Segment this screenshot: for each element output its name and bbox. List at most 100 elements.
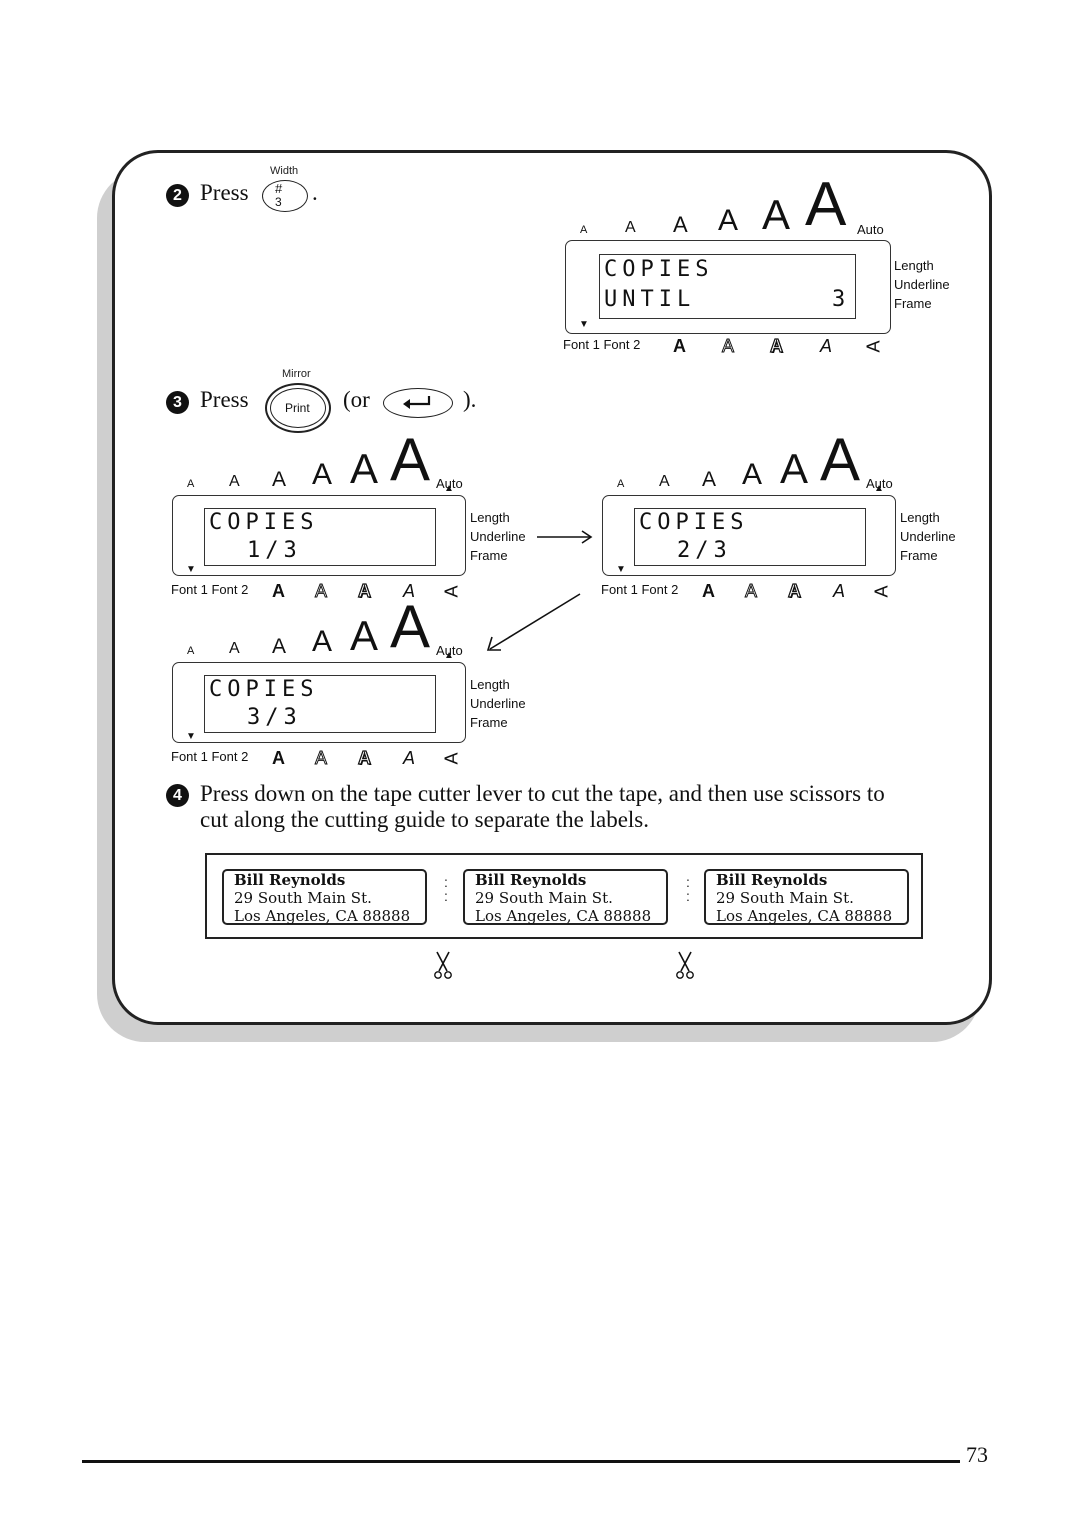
size-a-4: A xyxy=(312,458,333,491)
step-3-end: ). xyxy=(463,387,477,412)
lcd-line-2: 3/3 xyxy=(247,705,302,730)
size-a-1: A xyxy=(187,478,195,490)
style-italic-a: A xyxy=(403,581,416,601)
lcd-line-2-left: UNTIL xyxy=(604,287,696,312)
lcd-side-labels: Length Underline Frame xyxy=(470,675,526,732)
address-label: Bill Reynolds 29 South Main St. Los Ange… xyxy=(222,869,427,925)
label-name: Bill Reynolds xyxy=(716,871,828,889)
size-indicator-row: A A A A A A Auto xyxy=(617,430,917,491)
font-2-label: Font 2 xyxy=(603,337,641,352)
style-bold-a: A xyxy=(673,336,686,356)
size-a-2: A xyxy=(625,219,636,236)
size-a-1: A xyxy=(187,645,195,657)
label-name: Bill Reynolds xyxy=(234,871,346,889)
font-1-label: Font 1 xyxy=(171,749,208,764)
font-2-label: Font 2 xyxy=(211,749,249,764)
style-bold-a: A xyxy=(272,581,285,601)
size-auto: Auto xyxy=(436,643,463,658)
label-city: Los Angeles, CA 88888 xyxy=(234,907,411,925)
lcd-line-2: 1/3 xyxy=(247,538,302,563)
size-indicator-row: A A A A A A Auto xyxy=(187,597,487,658)
lcd-line-1: COPIES xyxy=(209,510,319,535)
side-frame: Frame xyxy=(894,296,932,311)
enter-key-button[interactable] xyxy=(383,388,453,418)
size-a-4: A xyxy=(718,204,739,237)
lcd-screen: COPIES 3/3 xyxy=(204,675,436,733)
width-key-caption: Width xyxy=(270,165,299,177)
step-2-end: . xyxy=(312,180,318,205)
triangle-down-icon: ▼ xyxy=(616,564,626,575)
lcd-line-1: COPIES xyxy=(639,510,749,535)
lcd-side-labels: Length Underline Frame xyxy=(470,508,526,565)
page-number: 73 xyxy=(966,1442,988,1467)
size-indicator-row: A A A A A A Auto xyxy=(187,430,487,491)
step-3-press-text: Press xyxy=(200,387,249,412)
font-2-label: Font 2 xyxy=(211,582,249,597)
font-1-label: Font 1 xyxy=(171,582,208,597)
key-hash-glyph: # xyxy=(275,181,283,196)
size-a-5: A xyxy=(762,191,791,238)
style-italic-a: A xyxy=(833,581,846,601)
side-underline: Underline xyxy=(894,277,950,292)
style-shadow-a: A xyxy=(769,335,783,356)
side-length: Length xyxy=(900,510,940,525)
arrow-down-left-icon xyxy=(486,593,581,651)
lcd-screen: COPIES 1/3 xyxy=(204,508,436,566)
print-key-button[interactable]: Print xyxy=(265,383,331,433)
label-street: 29 South Main St. xyxy=(716,889,854,907)
triangle-down-icon: ▼ xyxy=(186,564,196,575)
size-a-1: A xyxy=(617,478,625,490)
style-outline-a: A xyxy=(314,748,328,769)
step-2-press-text: Press xyxy=(200,180,249,205)
font-1-label: Font 1 xyxy=(563,337,600,352)
cutting-guide: :: xyxy=(686,874,690,904)
font-2-label: Font 2 xyxy=(641,582,679,597)
lcd-line-2: 2/3 xyxy=(677,538,732,563)
label-city: Los Angeles, CA 88888 xyxy=(716,907,893,925)
label-name: Bill Reynolds xyxy=(475,871,587,889)
style-vertical-a: A xyxy=(863,340,884,353)
size-a-6: A xyxy=(390,426,431,493)
size-auto: Auto xyxy=(857,222,884,237)
arrow-right-icon xyxy=(537,530,593,544)
style-vertical-a: A xyxy=(441,585,462,598)
size-a-6: A xyxy=(805,170,847,239)
lcd-screen: COPIES UNTIL 3 xyxy=(599,254,856,319)
style-italic-a: A xyxy=(820,336,833,356)
label-city: Los Angeles, CA 88888 xyxy=(475,907,652,925)
style-shadow-a: A xyxy=(787,580,801,601)
size-a-3: A xyxy=(702,468,717,491)
style-outline-a: A xyxy=(721,336,735,357)
mirror-key-caption: Mirror xyxy=(282,368,311,380)
style-bold-a: A xyxy=(702,581,715,601)
size-a-3: A xyxy=(272,635,287,658)
address-label: Bill Reynolds 29 South Main St. Los Ange… xyxy=(704,869,909,925)
lcd-display-1-of-3: A A A A A A Auto ▲ COPIES 1/3 ▼ Length U… xyxy=(171,430,526,610)
side-underline: Underline xyxy=(470,696,526,711)
style-shadow-a: A xyxy=(357,580,371,601)
footer-rule xyxy=(82,1460,960,1463)
triangle-down-icon: ▼ xyxy=(579,319,589,330)
side-length: Length xyxy=(470,677,510,692)
triangle-up-icon: ▲ xyxy=(444,650,454,661)
font-row: Font 1 Font 2 xyxy=(171,749,248,764)
side-length: Length xyxy=(894,258,934,273)
printed-tape: Bill Reynolds 29 South Main St. Los Ange… xyxy=(205,853,923,939)
font-1-label: Font 1 xyxy=(601,582,638,597)
style-vertical-a: A xyxy=(441,752,462,765)
font-row: Font 1 Font 2 xyxy=(171,582,248,597)
size-a-3: A xyxy=(272,468,287,491)
size-indicator-row: A A A A A A Auto xyxy=(580,174,884,238)
size-auto: Auto xyxy=(436,476,463,491)
font-row: Font 1 Font 2 xyxy=(563,337,640,352)
style-italic-a: A xyxy=(403,748,416,768)
style-outline-a: A xyxy=(744,581,758,602)
size-a-2: A xyxy=(229,473,240,490)
size-a-1: A xyxy=(580,224,588,236)
width-key-button[interactable]: # 3 xyxy=(262,180,308,212)
size-auto: Auto xyxy=(866,476,893,491)
side-length: Length xyxy=(470,510,510,525)
lcd-side-labels: Length Underline Frame xyxy=(894,256,950,313)
label-street: 29 South Main St. xyxy=(234,889,372,907)
size-a-4: A xyxy=(742,458,763,491)
